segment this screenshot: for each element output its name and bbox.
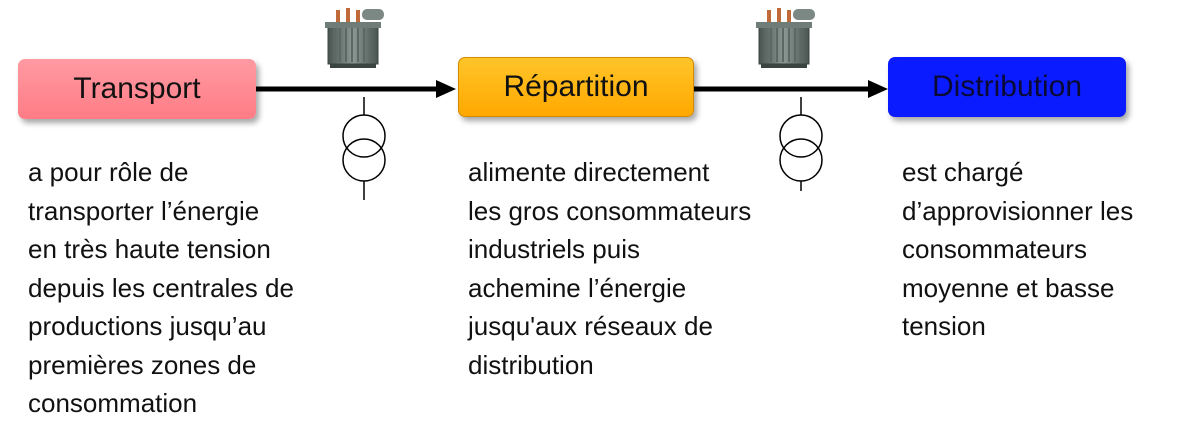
transformer-photo-icon — [325, 8, 384, 68]
stage-description-repartition: alimente directement les gros consommate… — [468, 157, 752, 380]
stage-box-repartition: Répartition — [458, 57, 694, 117]
transformer-symbol-icon — [779, 97, 823, 191]
stage-box-transport: Transport — [18, 59, 256, 119]
stage-label: Transport — [73, 72, 201, 105]
stage-box-distribution: Distribution — [888, 57, 1126, 117]
arrow-transport-repartition — [256, 80, 456, 98]
arrow-repartition-distribution — [694, 80, 888, 98]
stage-description-transport: a pour rôle de transporter l’énergie en … — [28, 157, 294, 418]
transformer-symbol-icon — [342, 97, 386, 200]
stage-label: Distribution — [931, 70, 1083, 103]
stage-description-distribution: est chargé d’approvisionner les consomma… — [902, 157, 1134, 341]
stage-label: Répartition — [503, 70, 649, 103]
transformer-photo-icon — [756, 8, 815, 68]
